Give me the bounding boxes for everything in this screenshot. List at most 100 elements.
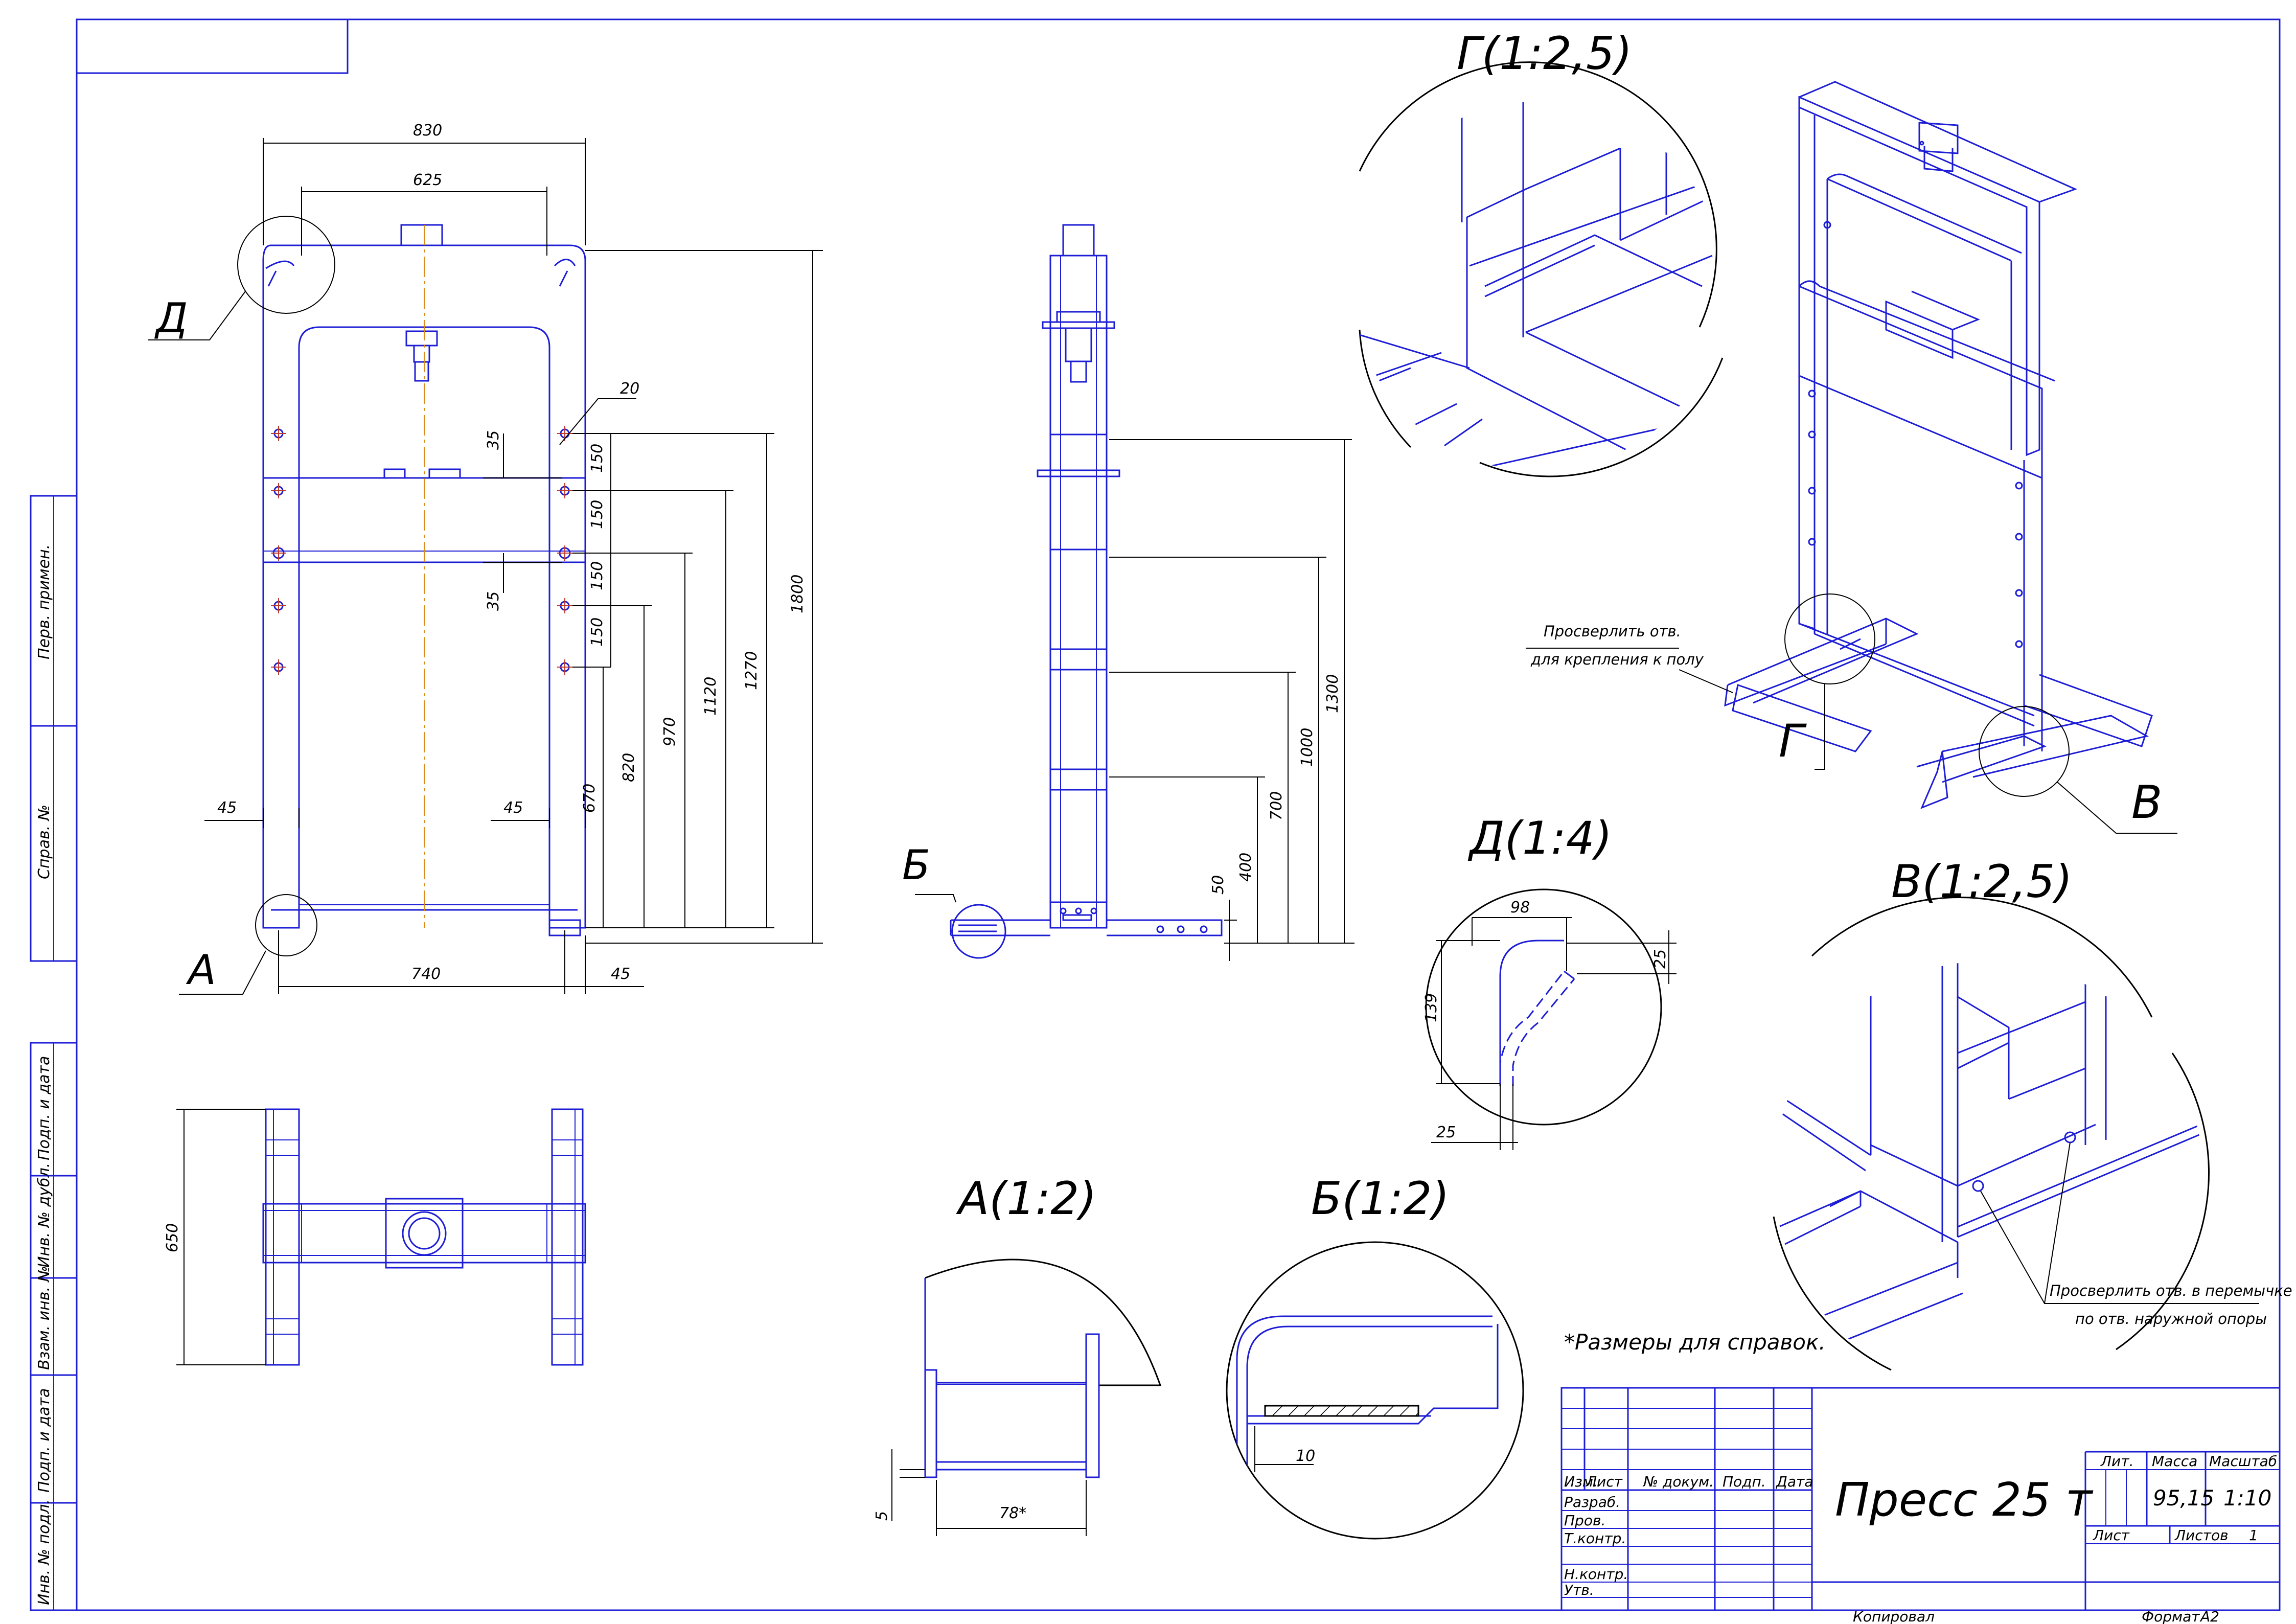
side-stamp-labels: Перв. примен. Справ. № Подп. и дата Инв.… bbox=[35, 544, 53, 1605]
stamp-label-inv-dubl: Инв. № дубл. bbox=[35, 1163, 53, 1268]
dim-970: 970 bbox=[661, 717, 679, 746]
role-utv: Утв. bbox=[1564, 1582, 1594, 1598]
dim-150-d: 150 bbox=[588, 617, 606, 647]
iso-note-line1: Просверлить отв. bbox=[1544, 623, 1681, 640]
value-format: A2 bbox=[2199, 1608, 2219, 1624]
dim-98: 98 bbox=[1510, 899, 1530, 917]
dim-150-a: 150 bbox=[588, 444, 606, 473]
dim-50: 50 bbox=[1209, 875, 1227, 895]
detail-b-geometry bbox=[1236, 1315, 1499, 1477]
top-view-dim-lines bbox=[176, 1109, 266, 1365]
detail-g-title: Г(1:2,5) bbox=[1457, 27, 1632, 80]
detail-v-outline bbox=[1773, 897, 2210, 1371]
iso-view-geometry bbox=[1724, 81, 2153, 809]
dim-830: 830 bbox=[413, 122, 442, 140]
detail-v-note-line1: Просверлить отв. в перемычке bbox=[2050, 1282, 2292, 1299]
detail-d-dims: 98 25 139 25 bbox=[1422, 899, 1669, 1141]
detail-v-note: Просверлить отв. в перемычке по отв. нар… bbox=[2050, 1282, 2292, 1328]
dim-45-bottom: 45 bbox=[611, 965, 630, 983]
dim-700: 700 bbox=[1268, 791, 1285, 820]
hdr-podp: Подп. bbox=[1723, 1473, 1766, 1490]
hdr-doc: № докум. bbox=[1642, 1473, 1714, 1490]
label-scale: Масштаб bbox=[2209, 1453, 2277, 1470]
hole-crosshairs bbox=[271, 426, 572, 675]
callout-detail-d: Д bbox=[154, 294, 188, 342]
side-stamp bbox=[30, 495, 78, 1610]
label-sheet: Лист bbox=[2093, 1527, 2130, 1544]
iso-view-callouts: Г В bbox=[1779, 715, 2162, 829]
detail-b-title: Б(1:2) bbox=[1311, 1172, 1450, 1225]
dim-45-right: 45 bbox=[503, 799, 523, 817]
callout-g: Г bbox=[1779, 715, 1807, 767]
dim-650: 650 bbox=[164, 1223, 181, 1252]
top-view-geometry bbox=[262, 1108, 586, 1366]
detail-v-title: В(1:2,5) bbox=[1891, 855, 2073, 908]
detail-d-dim-lines bbox=[1431, 917, 1677, 1150]
stamp-label-podp-data-2: Подп. и дата bbox=[35, 1388, 53, 1493]
dim-5: 5 bbox=[873, 1511, 891, 1521]
dim-45-left: 45 bbox=[217, 799, 237, 817]
front-view-dims: 830 625 1800 1270 1120 970 820 670 150 1… bbox=[217, 122, 807, 983]
front-view-dim-lines bbox=[148, 138, 823, 995]
dim-820: 820 bbox=[620, 753, 638, 782]
label-format: Формат bbox=[2142, 1608, 2200, 1624]
callout-detail-a: А bbox=[186, 946, 216, 994]
dim-1120: 1120 bbox=[702, 677, 720, 716]
detail-v-note-line2: по отв. наружной опоры bbox=[2075, 1310, 2267, 1328]
dim-740: 740 bbox=[411, 965, 441, 983]
title-block-text: Пресс 25 т Изм. Лист № докум. Подп. Дата… bbox=[1564, 1453, 2277, 1624]
side-view-dims: 1300 1000 700 400 50 bbox=[1209, 674, 1342, 895]
iso-note: Просверлить отв. для крепления к полу bbox=[1530, 623, 1704, 668]
callout-detail-b: Б bbox=[902, 841, 930, 889]
dim-10: 10 bbox=[1296, 1447, 1315, 1465]
reference-note: *Размеры для справок. bbox=[1564, 1330, 1826, 1355]
dim-1270: 1270 bbox=[743, 651, 761, 690]
hdr-list: Лист bbox=[1586, 1473, 1623, 1490]
dim-35-a: 35 bbox=[485, 430, 502, 450]
title-block-grid bbox=[1560, 1387, 2281, 1611]
hdr-data: Дата bbox=[1775, 1473, 1813, 1490]
dim-625: 625 bbox=[413, 171, 442, 189]
detail-b-hatch bbox=[1264, 1405, 1419, 1417]
value-scale: 1:10 bbox=[2223, 1485, 2271, 1511]
role-nkontr: Н.контр. bbox=[1564, 1566, 1628, 1583]
detail-g-outline bbox=[1359, 61, 1724, 477]
drawing-title: Пресс 25 т bbox=[1835, 1473, 2094, 1527]
dim-25-a: 25 bbox=[1651, 949, 1669, 969]
detail-d-outline bbox=[1425, 888, 1662, 1126]
dim-150-b: 150 bbox=[588, 500, 606, 529]
detail-d-geometry bbox=[1499, 940, 1575, 1086]
value-sheets: 1 bbox=[2249, 1527, 2258, 1544]
hdr-izm: Изм. bbox=[1564, 1473, 1598, 1490]
detail-a-dim-lines bbox=[891, 1449, 1087, 1536]
detail-a-geometry bbox=[924, 1278, 1100, 1478]
dim-78: 78* bbox=[999, 1504, 1026, 1522]
detail-b-outline bbox=[1226, 1241, 1524, 1540]
role-tkontr: Т.контр. bbox=[1564, 1530, 1626, 1547]
detail-a-title: А(1:2) bbox=[956, 1172, 1097, 1225]
detail-g-geometry bbox=[1353, 101, 1718, 471]
detail-d-title: Д(1:4) bbox=[1467, 812, 1612, 864]
stamp-label-podp-data-1: Подп. и дата bbox=[35, 1056, 53, 1160]
label-mass: Масса bbox=[2152, 1453, 2197, 1470]
stamp-label-inv-podl: Инв. № подл. bbox=[35, 1499, 53, 1605]
dim-150-c: 150 bbox=[588, 561, 606, 590]
stamp-label-sprav: Справ. № bbox=[35, 805, 53, 879]
detail-b-dim-lines bbox=[1254, 1426, 1314, 1472]
label-sheets: Листов bbox=[2174, 1527, 2229, 1544]
iso-view-leaders bbox=[1526, 593, 2177, 834]
label-lit: Лит. bbox=[2100, 1453, 2133, 1470]
role-prov: Пров. bbox=[1564, 1512, 1605, 1529]
label-copied: Копировал bbox=[1853, 1608, 1935, 1624]
dim-670: 670 bbox=[581, 784, 599, 813]
dim-139: 139 bbox=[1422, 993, 1440, 1022]
front-view-callouts: Д А bbox=[154, 294, 216, 994]
dim-1800: 1800 bbox=[789, 575, 807, 613]
value-mass: 95,15 bbox=[2153, 1485, 2214, 1511]
dim-35-b: 35 bbox=[485, 591, 502, 611]
dim-25-b: 25 bbox=[1436, 1124, 1456, 1141]
dim-1000: 1000 bbox=[1298, 728, 1316, 767]
dim-20: 20 bbox=[620, 380, 639, 398]
stamp-label-vzam-inv: Взам. инв. № bbox=[35, 1266, 53, 1370]
